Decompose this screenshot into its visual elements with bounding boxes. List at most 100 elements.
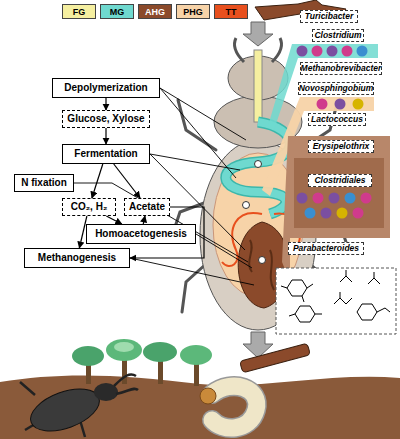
legend-swatch: MG xyxy=(100,4,134,19)
legend-text: TT xyxy=(226,7,237,17)
mandible xyxy=(234,38,244,62)
leader-line xyxy=(130,258,254,285)
leader-line xyxy=(160,88,236,178)
node-text: Acetate xyxy=(129,202,165,213)
taxon-label: Erysipelothrix xyxy=(308,140,374,153)
sample-point xyxy=(243,202,250,209)
flow-arrow xyxy=(143,216,145,224)
process-box: Fermentation xyxy=(62,144,150,164)
flow-arrow xyxy=(106,216,121,224)
flow-arrow xyxy=(79,216,87,248)
legend-text: PHG xyxy=(183,7,203,17)
node-text: Erysipelothrix xyxy=(313,142,370,151)
sugar-ring xyxy=(287,280,307,296)
process-box: Glucose, Xylose xyxy=(62,110,150,128)
taxon-dot xyxy=(329,193,340,204)
mandible xyxy=(114,374,138,394)
acetate xyxy=(368,272,380,284)
taxon-label: Clostridium xyxy=(312,29,364,42)
process-box: Methanogenesis xyxy=(24,248,130,268)
tree-canopy xyxy=(72,346,104,366)
bond xyxy=(377,308,390,312)
flow-arrow xyxy=(130,207,204,258)
taxon-dot xyxy=(317,99,328,110)
taxon-label: Methanobrevibacter xyxy=(300,62,382,75)
node-text: Methanogenesis xyxy=(38,253,116,264)
taxon-dot xyxy=(353,99,364,110)
node-text: Novosphingobium xyxy=(299,84,374,93)
process-box: Homoacetogenesis xyxy=(86,224,196,244)
leg xyxy=(178,100,216,150)
node-text: Parabacteroides xyxy=(293,244,359,253)
sample-point xyxy=(259,257,266,264)
flow-arrow xyxy=(105,98,106,110)
beetle-body xyxy=(25,381,105,439)
process-box: Acetate xyxy=(124,198,170,216)
taxon-dot xyxy=(297,46,308,57)
taxon-dot xyxy=(297,193,308,204)
larva-body xyxy=(212,386,257,428)
node-text: Fermentation xyxy=(74,149,137,160)
node-text: Clostridium xyxy=(314,31,361,40)
midgut-band xyxy=(268,44,378,130)
process-box: CO₂, H₂ xyxy=(62,198,116,216)
trees xyxy=(72,339,212,386)
node-text: Depolymerization xyxy=(64,83,147,94)
ahg-band xyxy=(282,136,390,282)
taxon-dot xyxy=(335,99,346,110)
taxon-label: Novosphingobium xyxy=(298,82,374,95)
taxon-dot xyxy=(357,46,368,57)
taxon-dot xyxy=(313,193,324,204)
larva xyxy=(200,386,257,428)
legend-swatch: FG xyxy=(62,4,96,19)
larva-outline xyxy=(212,386,257,428)
taxon-dot xyxy=(353,208,364,219)
chemical-structures xyxy=(281,270,390,322)
node-text: Glucose, Xylose xyxy=(67,114,144,125)
taxon-dot xyxy=(342,46,353,57)
ahg-band-inner xyxy=(294,158,384,228)
taxon-dot xyxy=(312,46,323,57)
process-box: Depolymerization xyxy=(52,78,160,98)
sugar-ring xyxy=(295,306,315,322)
leader-line xyxy=(160,88,246,140)
flow-arrow xyxy=(92,164,103,198)
wood-log xyxy=(240,343,311,373)
log xyxy=(240,343,311,373)
mandible xyxy=(272,38,282,62)
tree-highlight xyxy=(114,342,134,352)
legend-swatch: AHG xyxy=(138,4,172,19)
node-text: Methanobrevibacter xyxy=(301,64,382,73)
ground xyxy=(0,375,400,439)
tree-canopy xyxy=(106,339,142,361)
flow-arrow xyxy=(243,22,273,46)
taxon-dot xyxy=(327,46,338,57)
node-text: Lactococcus xyxy=(311,115,363,124)
legend-text: AHG xyxy=(145,7,165,17)
ammonia xyxy=(340,270,352,282)
node-text: N fixation xyxy=(21,178,67,189)
taxon-label: Turicibacter xyxy=(300,10,358,23)
bond xyxy=(281,284,322,316)
legend-swatch: PHG xyxy=(176,4,210,19)
benzene-ring xyxy=(357,304,377,320)
flow-arrow xyxy=(105,128,106,144)
taxon-dot xyxy=(305,208,316,219)
legend-swatch: TT xyxy=(214,4,248,19)
taxon-dot xyxy=(345,193,356,204)
node-text: Homoacetogenesis xyxy=(95,229,187,240)
tree-canopy xyxy=(143,342,177,362)
node-text: CO₂, H₂ xyxy=(71,202,108,213)
sample-point xyxy=(255,161,262,168)
tree-canopy xyxy=(180,345,212,365)
taxon-dot xyxy=(361,193,372,204)
legend-text: FG xyxy=(73,7,86,17)
legend-text: MG xyxy=(110,7,125,17)
taxon-dot xyxy=(321,208,332,219)
taxon-dot xyxy=(337,208,348,219)
foregut xyxy=(254,50,262,122)
chemical-box xyxy=(276,268,396,334)
taxon-label: Parabacteroides xyxy=(288,242,364,255)
acid xyxy=(334,292,352,304)
